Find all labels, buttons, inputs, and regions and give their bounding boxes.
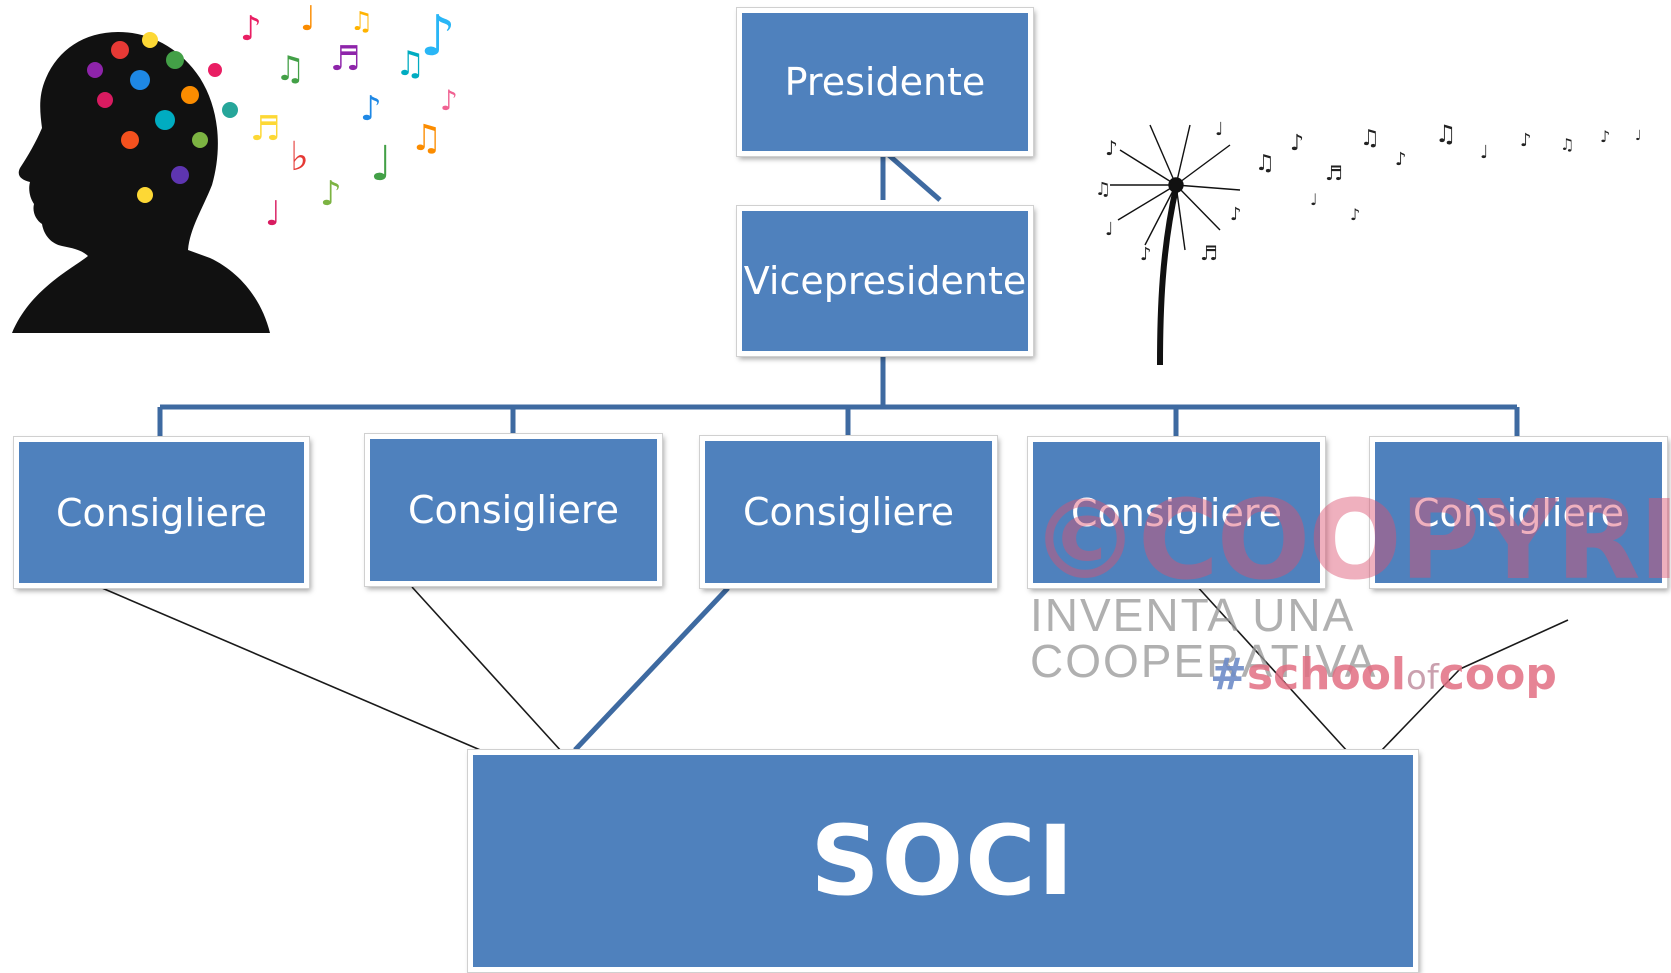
members-box: SOCI bbox=[468, 750, 1418, 972]
dandelion-notes-image: ♪ ♫ ♩ ♪ ♬ ♪ ♫ ♩ ♪ ♬ ♫ ♪ ♫ ♩ ♪ ♫ ♪ ♩ ♩ ♪ bbox=[1095, 119, 1642, 366]
svg-text:♪: ♪ bbox=[1350, 205, 1360, 224]
svg-text:♫: ♫ bbox=[350, 7, 373, 37]
svg-text:♩: ♩ bbox=[1480, 142, 1489, 163]
svg-text:♩: ♩ bbox=[1215, 119, 1224, 140]
svg-text:♬: ♬ bbox=[1325, 161, 1343, 185]
dandelion-stem bbox=[1157, 187, 1179, 366]
svg-text:♩: ♩ bbox=[1105, 219, 1114, 240]
music-notes-cluster bbox=[87, 32, 238, 203]
president-label: Presidente bbox=[784, 60, 986, 104]
councillor-label: Consigliere bbox=[407, 488, 619, 532]
svg-text:♬: ♬ bbox=[250, 109, 280, 149]
svg-text:♩: ♩ bbox=[1635, 128, 1642, 144]
svg-text:♩: ♩ bbox=[300, 0, 316, 39]
svg-text:♪: ♪ bbox=[1140, 244, 1152, 265]
vice-president-label: Vicepresidente bbox=[743, 259, 1027, 303]
councillor-label: Consigliere bbox=[742, 490, 954, 534]
svg-text:♪: ♪ bbox=[1105, 136, 1118, 160]
svg-text:♫: ♫ bbox=[1255, 151, 1275, 176]
members-label: SOCI bbox=[810, 805, 1076, 917]
svg-text:♫: ♫ bbox=[1560, 135, 1574, 154]
svg-text:♫: ♫ bbox=[395, 44, 425, 84]
councillor-box: Consigliere bbox=[700, 436, 997, 588]
svg-text:♬: ♬ bbox=[330, 39, 360, 79]
councillor-label: Consigliere bbox=[55, 490, 267, 535]
svg-text:♩: ♩ bbox=[265, 194, 281, 234]
councillor-box: Consigliere bbox=[365, 434, 662, 586]
svg-text:♪: ♪ bbox=[240, 9, 262, 49]
svg-text:♬: ♬ bbox=[1200, 241, 1218, 265]
president-box: Presidente bbox=[737, 8, 1033, 156]
svg-text:♪: ♪ bbox=[1290, 131, 1304, 156]
svg-text:♪: ♪ bbox=[360, 89, 382, 129]
dandelion-flying-notes: ♪ ♫ ♩ ♪ ♬ ♪ ♫ ♩ ♪ ♬ ♫ ♪ ♫ ♩ ♪ ♫ ♪ ♩ ♩ ♪ bbox=[1095, 119, 1642, 265]
svg-text:♪: ♪ bbox=[1520, 130, 1532, 151]
svg-text:♭: ♭ bbox=[290, 134, 309, 180]
vice-president-box: Vicepresidente bbox=[737, 206, 1033, 356]
svg-text:♫: ♫ bbox=[410, 118, 442, 159]
councillor-box: Consigliere bbox=[1028, 437, 1325, 588]
svg-text:♫: ♫ bbox=[1095, 179, 1111, 200]
svg-text:♫: ♫ bbox=[275, 49, 305, 89]
svg-text:♪: ♪ bbox=[1600, 127, 1610, 146]
svg-text:♪: ♪ bbox=[320, 174, 342, 214]
councillor-label: Consigliere bbox=[1070, 490, 1282, 535]
svg-text:♪: ♪ bbox=[420, 4, 456, 69]
svg-text:♪: ♪ bbox=[1395, 149, 1407, 170]
svg-text:♫: ♫ bbox=[1435, 120, 1457, 148]
svg-text:♩: ♩ bbox=[370, 136, 393, 192]
music-head-image: ♪ ♫ ♩ ♬ ♪ ♫ ♪ ♬ ♭ ♪ ♩ ♫ ♩ ♪ ♫ bbox=[12, 0, 458, 333]
svg-text:♫: ♫ bbox=[1360, 126, 1380, 151]
head-silhouette bbox=[12, 32, 270, 333]
councillor-box: Consigliere bbox=[14, 437, 309, 588]
flying-notes: ♪ ♫ ♩ ♬ ♪ ♫ ♪ ♬ ♭ ♪ ♩ ♫ ♩ ♪ ♫ bbox=[240, 0, 458, 234]
svg-text:♩: ♩ bbox=[1310, 190, 1318, 209]
svg-text:♪: ♪ bbox=[1230, 204, 1242, 225]
svg-text:♪: ♪ bbox=[440, 84, 458, 117]
councillor-box: Consigliere bbox=[1370, 437, 1667, 588]
dandelion-seed-head bbox=[1110, 124, 1241, 251]
councillor-label: Consigliere bbox=[1412, 490, 1624, 535]
